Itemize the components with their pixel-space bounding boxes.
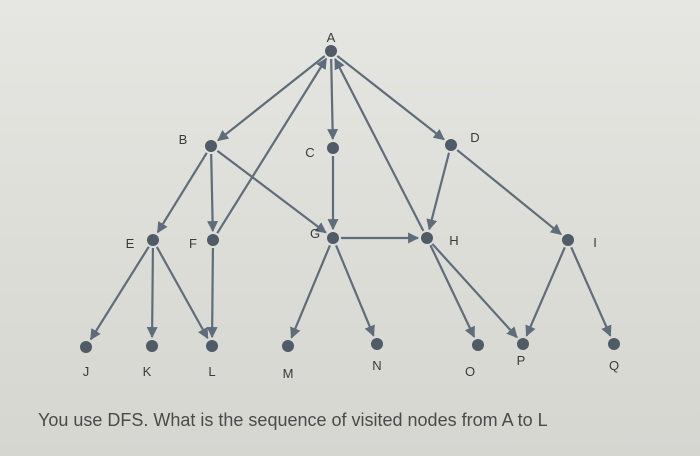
- node-label-n: N: [372, 358, 381, 373]
- node-label-k: K: [143, 364, 152, 379]
- labels-layer: A B C D E F G H I J K L M N O P Q: [83, 30, 619, 381]
- node-j: [80, 341, 92, 353]
- edge-g-to-n: [335, 244, 375, 337]
- node-p: [517, 338, 529, 350]
- node-f: [207, 234, 219, 246]
- edge-h-to-o: [429, 244, 476, 338]
- node-label-b: B: [179, 132, 188, 147]
- node-l: [206, 340, 218, 352]
- edge-i-to-q: [570, 246, 612, 337]
- node-b: [205, 140, 217, 152]
- node-c: [327, 142, 339, 154]
- edge-a-to-c: [327, 58, 339, 141]
- node-label-h: H: [449, 233, 458, 248]
- node-k: [146, 340, 158, 352]
- node-label-o: O: [465, 364, 475, 379]
- node-a: [325, 45, 337, 57]
- node-label-j: J: [83, 364, 90, 379]
- edges-layer: [89, 55, 612, 341]
- edge-a-to-d: [336, 55, 445, 141]
- edge-b-to-f: [207, 153, 219, 233]
- node-label-g: G: [310, 226, 320, 241]
- node-q: [608, 338, 620, 350]
- edge-g-to-m: [290, 244, 331, 339]
- node-g: [327, 232, 339, 244]
- node-label-p: P: [517, 353, 526, 368]
- edge-a-to-b: [217, 55, 326, 142]
- edge-i-to-p: [525, 246, 566, 337]
- node-e: [147, 234, 159, 246]
- edge-d-to-i: [456, 149, 562, 236]
- node-d: [445, 139, 457, 151]
- edge-h-to-p: [431, 243, 518, 339]
- question-text: You use DFS. What is the sequence of vis…: [38, 410, 548, 430]
- node-n: [371, 338, 383, 350]
- edge-e-to-k: [146, 247, 158, 339]
- node-label-c: C: [305, 145, 314, 160]
- edge-e-to-l: [155, 246, 209, 340]
- node-label-q: Q: [609, 358, 619, 373]
- nodes-layer: [80, 45, 620, 353]
- node-label-f: F: [189, 236, 197, 251]
- edge-f-to-a: [216, 57, 328, 234]
- edge-e-to-j: [89, 246, 150, 341]
- edge-b-to-e: [156, 152, 208, 234]
- node-label-d: D: [470, 130, 479, 145]
- node-label-l: L: [208, 364, 215, 379]
- node-label-m: M: [283, 366, 294, 381]
- node-m: [282, 340, 294, 352]
- edge-h-to-a: [334, 58, 425, 232]
- node-i: [562, 234, 574, 246]
- node-h: [421, 232, 433, 244]
- node-label-e: E: [126, 236, 135, 251]
- edge-b-to-g: [216, 149, 327, 234]
- node-o: [472, 339, 484, 351]
- directed-graph: A B C D E F G H I J K L M N O P Q: [80, 30, 620, 381]
- edge-d-to-h: [426, 152, 451, 231]
- node-label-a: A: [327, 30, 336, 45]
- edge-f-to-l: [206, 247, 218, 339]
- node-label-i: I: [593, 235, 597, 250]
